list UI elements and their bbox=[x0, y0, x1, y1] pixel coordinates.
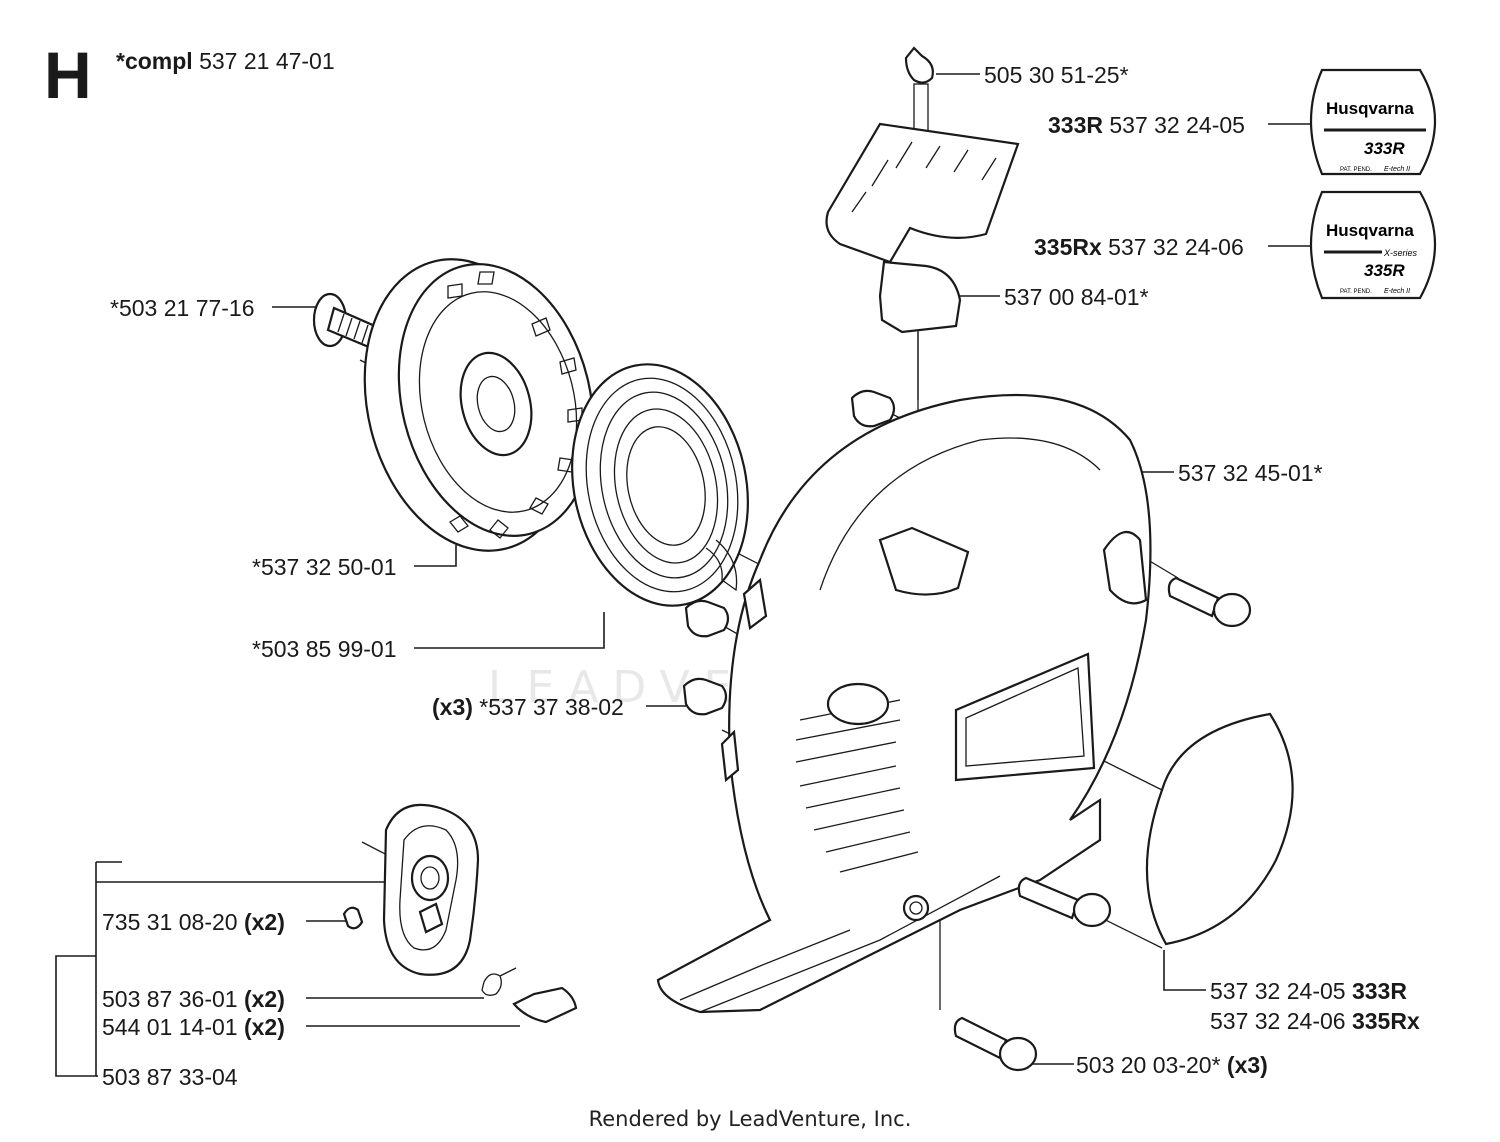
decal-series: X-series bbox=[1383, 248, 1418, 258]
recoil-spring bbox=[571, 363, 749, 607]
callout-bushing: (x3) *537 37 38-02 bbox=[432, 694, 624, 720]
compl-label: *compl 537 21 47-01 bbox=[116, 48, 335, 74]
callout-circlip: 735 31 08-20 (x2) bbox=[102, 909, 285, 935]
callout-pulley-screw: *503 21 77-16 bbox=[110, 295, 255, 321]
part-number: 505 30 51-25* bbox=[984, 62, 1129, 88]
callout-decal-335rx: 335Rx 537 32 24-06 bbox=[1034, 234, 1244, 260]
decal-footer-right: E-tech II bbox=[1384, 166, 1410, 173]
decal-333r: Husqvarna 333R PAT. PEND. E-tech II bbox=[1309, 68, 1436, 176]
screw-housing-lower bbox=[953, 876, 1112, 1072]
decal-model: 333R bbox=[1364, 139, 1405, 158]
part-number: 503 87 33-04 bbox=[102, 1064, 238, 1090]
callout-starter-cord: 505 30 51-25* bbox=[984, 62, 1129, 88]
bushings bbox=[682, 389, 896, 716]
callout-pawl-spring: 503 87 36-01 (x2) bbox=[102, 986, 285, 1012]
callout-pawl-assembly: 503 87 33-04 bbox=[102, 1064, 238, 1090]
quantity: (x3) bbox=[1226, 1052, 1268, 1078]
callout-decal-333r: 333R 537 32 24-05 bbox=[1048, 112, 1245, 138]
part-number: *503 21 77-16 bbox=[110, 295, 255, 321]
part-number: 544 01 14-01 bbox=[102, 1014, 238, 1040]
callout-housing-screw: 503 20 03-20* (x3) bbox=[1076, 1052, 1268, 1078]
callout-recoil-spring: *503 85 99-01 bbox=[252, 636, 397, 662]
part-number: *537 32 50-01 bbox=[252, 554, 397, 580]
callout-window-335rx: 537 32 24-06 335Rx bbox=[1210, 1008, 1420, 1034]
rope-pulley bbox=[363, 258, 595, 552]
model-name: 335Rx bbox=[1034, 234, 1102, 260]
part-number: 537 32 24-06 bbox=[1210, 1008, 1346, 1034]
decal-brand: Husqvarna bbox=[1326, 99, 1414, 118]
quantity: (x2) bbox=[243, 1014, 285, 1040]
model-name: 333R bbox=[1351, 978, 1407, 1004]
quantity: (x3) bbox=[432, 694, 473, 720]
compl-number: 537 21 47-01 bbox=[199, 48, 335, 74]
part-number: 503 87 36-01 bbox=[102, 986, 238, 1012]
decal-brand: Husqvarna bbox=[1326, 221, 1414, 240]
quantity: (x2) bbox=[243, 909, 285, 935]
part-number: *537 37 38-02 bbox=[479, 694, 624, 720]
part-number: 537 00 84-01* bbox=[1004, 284, 1149, 310]
decal-model: 335R bbox=[1364, 261, 1405, 280]
part-number: 537 32 24-05 bbox=[1109, 112, 1245, 138]
decal-335r: Husqvarna X-series 335R PAT. PEND. E-tec… bbox=[1309, 190, 1436, 300]
part-number: 537 32 24-06 bbox=[1108, 234, 1244, 260]
decal-footer-left: PAT. PEND. bbox=[1340, 167, 1372, 173]
callout-window-333r: 537 32 24-05 333R bbox=[1210, 978, 1407, 1004]
part-number: 503 20 03-20* bbox=[1076, 1052, 1221, 1078]
part-number: 537 32 24-05 bbox=[1210, 978, 1346, 1004]
screw-housing-right bbox=[1167, 576, 1252, 628]
compl-prefix: *compl bbox=[116, 48, 193, 74]
callout-pawl: 544 01 14-01 (x2) bbox=[102, 1014, 285, 1040]
quantity: (x2) bbox=[243, 986, 285, 1012]
callout-starter-handle: 537 00 84-01* bbox=[1004, 284, 1149, 310]
starter-housing bbox=[656, 394, 1152, 1014]
part-number: 537 32 45-01* bbox=[1178, 460, 1323, 486]
callout-rope-pulley: *537 32 50-01 bbox=[252, 554, 397, 580]
pawl-cover bbox=[342, 803, 578, 1024]
part-number: 735 31 08-20 bbox=[102, 909, 238, 935]
decal-footer-left: PAT. PEND. bbox=[1340, 289, 1372, 295]
callout-starter-housing: 537 32 45-01* bbox=[1178, 460, 1323, 486]
part-number: *503 85 99-01 bbox=[252, 636, 397, 662]
window-cover bbox=[1145, 712, 1294, 946]
starter-handle bbox=[825, 46, 1020, 400]
decal-footer-right: E-tech II bbox=[1384, 288, 1410, 295]
model-name: 335Rx bbox=[1351, 1008, 1420, 1034]
section-letter: H bbox=[44, 38, 92, 112]
footer-credit: Rendered by LeadVenture, Inc. bbox=[588, 1107, 912, 1131]
model-name: 333R bbox=[1048, 112, 1103, 138]
